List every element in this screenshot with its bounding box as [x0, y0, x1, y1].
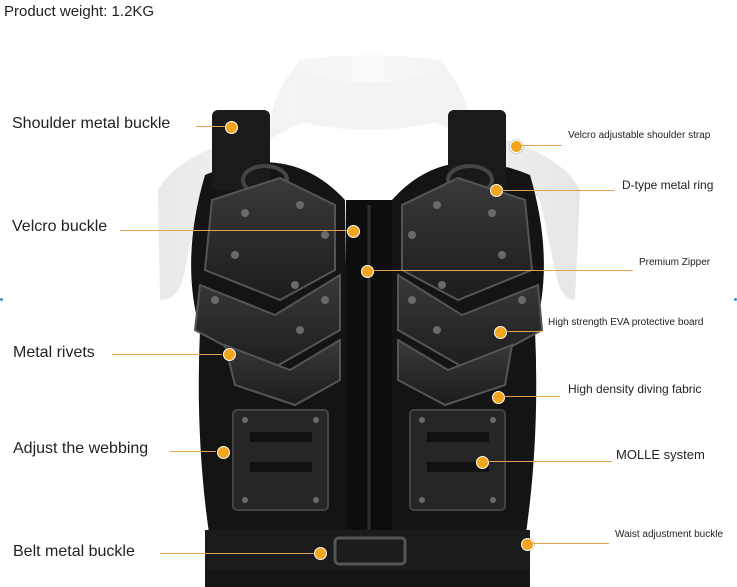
marker-dot: [476, 456, 489, 469]
leader-line: [522, 145, 562, 146]
label-d-ring: D-type metal ring: [622, 178, 714, 192]
marker-dot: [225, 121, 238, 134]
leader-line: [170, 451, 216, 452]
label-eva-board: High strength EVA protective board: [548, 317, 704, 328]
marker-dot: [492, 391, 505, 404]
label-metal-rivets: Metal rivets: [13, 344, 95, 361]
marker-dot: [223, 348, 236, 361]
leader-line: [120, 230, 348, 231]
leader-line: [504, 396, 560, 397]
marker-dot: [510, 140, 523, 153]
label-molle: MOLLE system: [616, 447, 705, 462]
leader-line: [502, 190, 614, 191]
edge-marker: [0, 298, 3, 301]
marker-dot: [494, 326, 507, 339]
leader-line: [112, 354, 222, 355]
marker-dot: [217, 446, 230, 459]
label-shoulder-metal-buckle: Shoulder metal buckle: [12, 115, 171, 132]
marker-dot: [314, 547, 327, 560]
edge-marker: [734, 298, 737, 301]
label-adjust-webbing: Adjust the webbing: [13, 440, 149, 457]
leader-line: [196, 126, 226, 127]
label-premium-zipper: Premium Zipper: [639, 257, 711, 268]
marker-dot: [361, 265, 374, 278]
product-weight: Product weight: 1.2KG: [4, 3, 155, 20]
label-belt-metal-buckle: Belt metal buckle: [13, 543, 135, 560]
leader-line: [506, 331, 542, 332]
label-velcro-shoulder-strap: Velcro adjustable shoulder strap: [568, 130, 711, 141]
label-velcro-buckle: Velcro buckle: [12, 218, 108, 235]
marker-dot: [521, 538, 534, 551]
marker-dot: [347, 225, 360, 238]
leader-line: [533, 543, 609, 544]
leader-line: [488, 461, 612, 462]
label-waist-buckle: Waist adjustment buckle: [615, 529, 724, 540]
leader-line: [373, 270, 633, 271]
label-diving-fabric: High density diving fabric: [568, 382, 702, 396]
leader-line: [160, 553, 314, 554]
